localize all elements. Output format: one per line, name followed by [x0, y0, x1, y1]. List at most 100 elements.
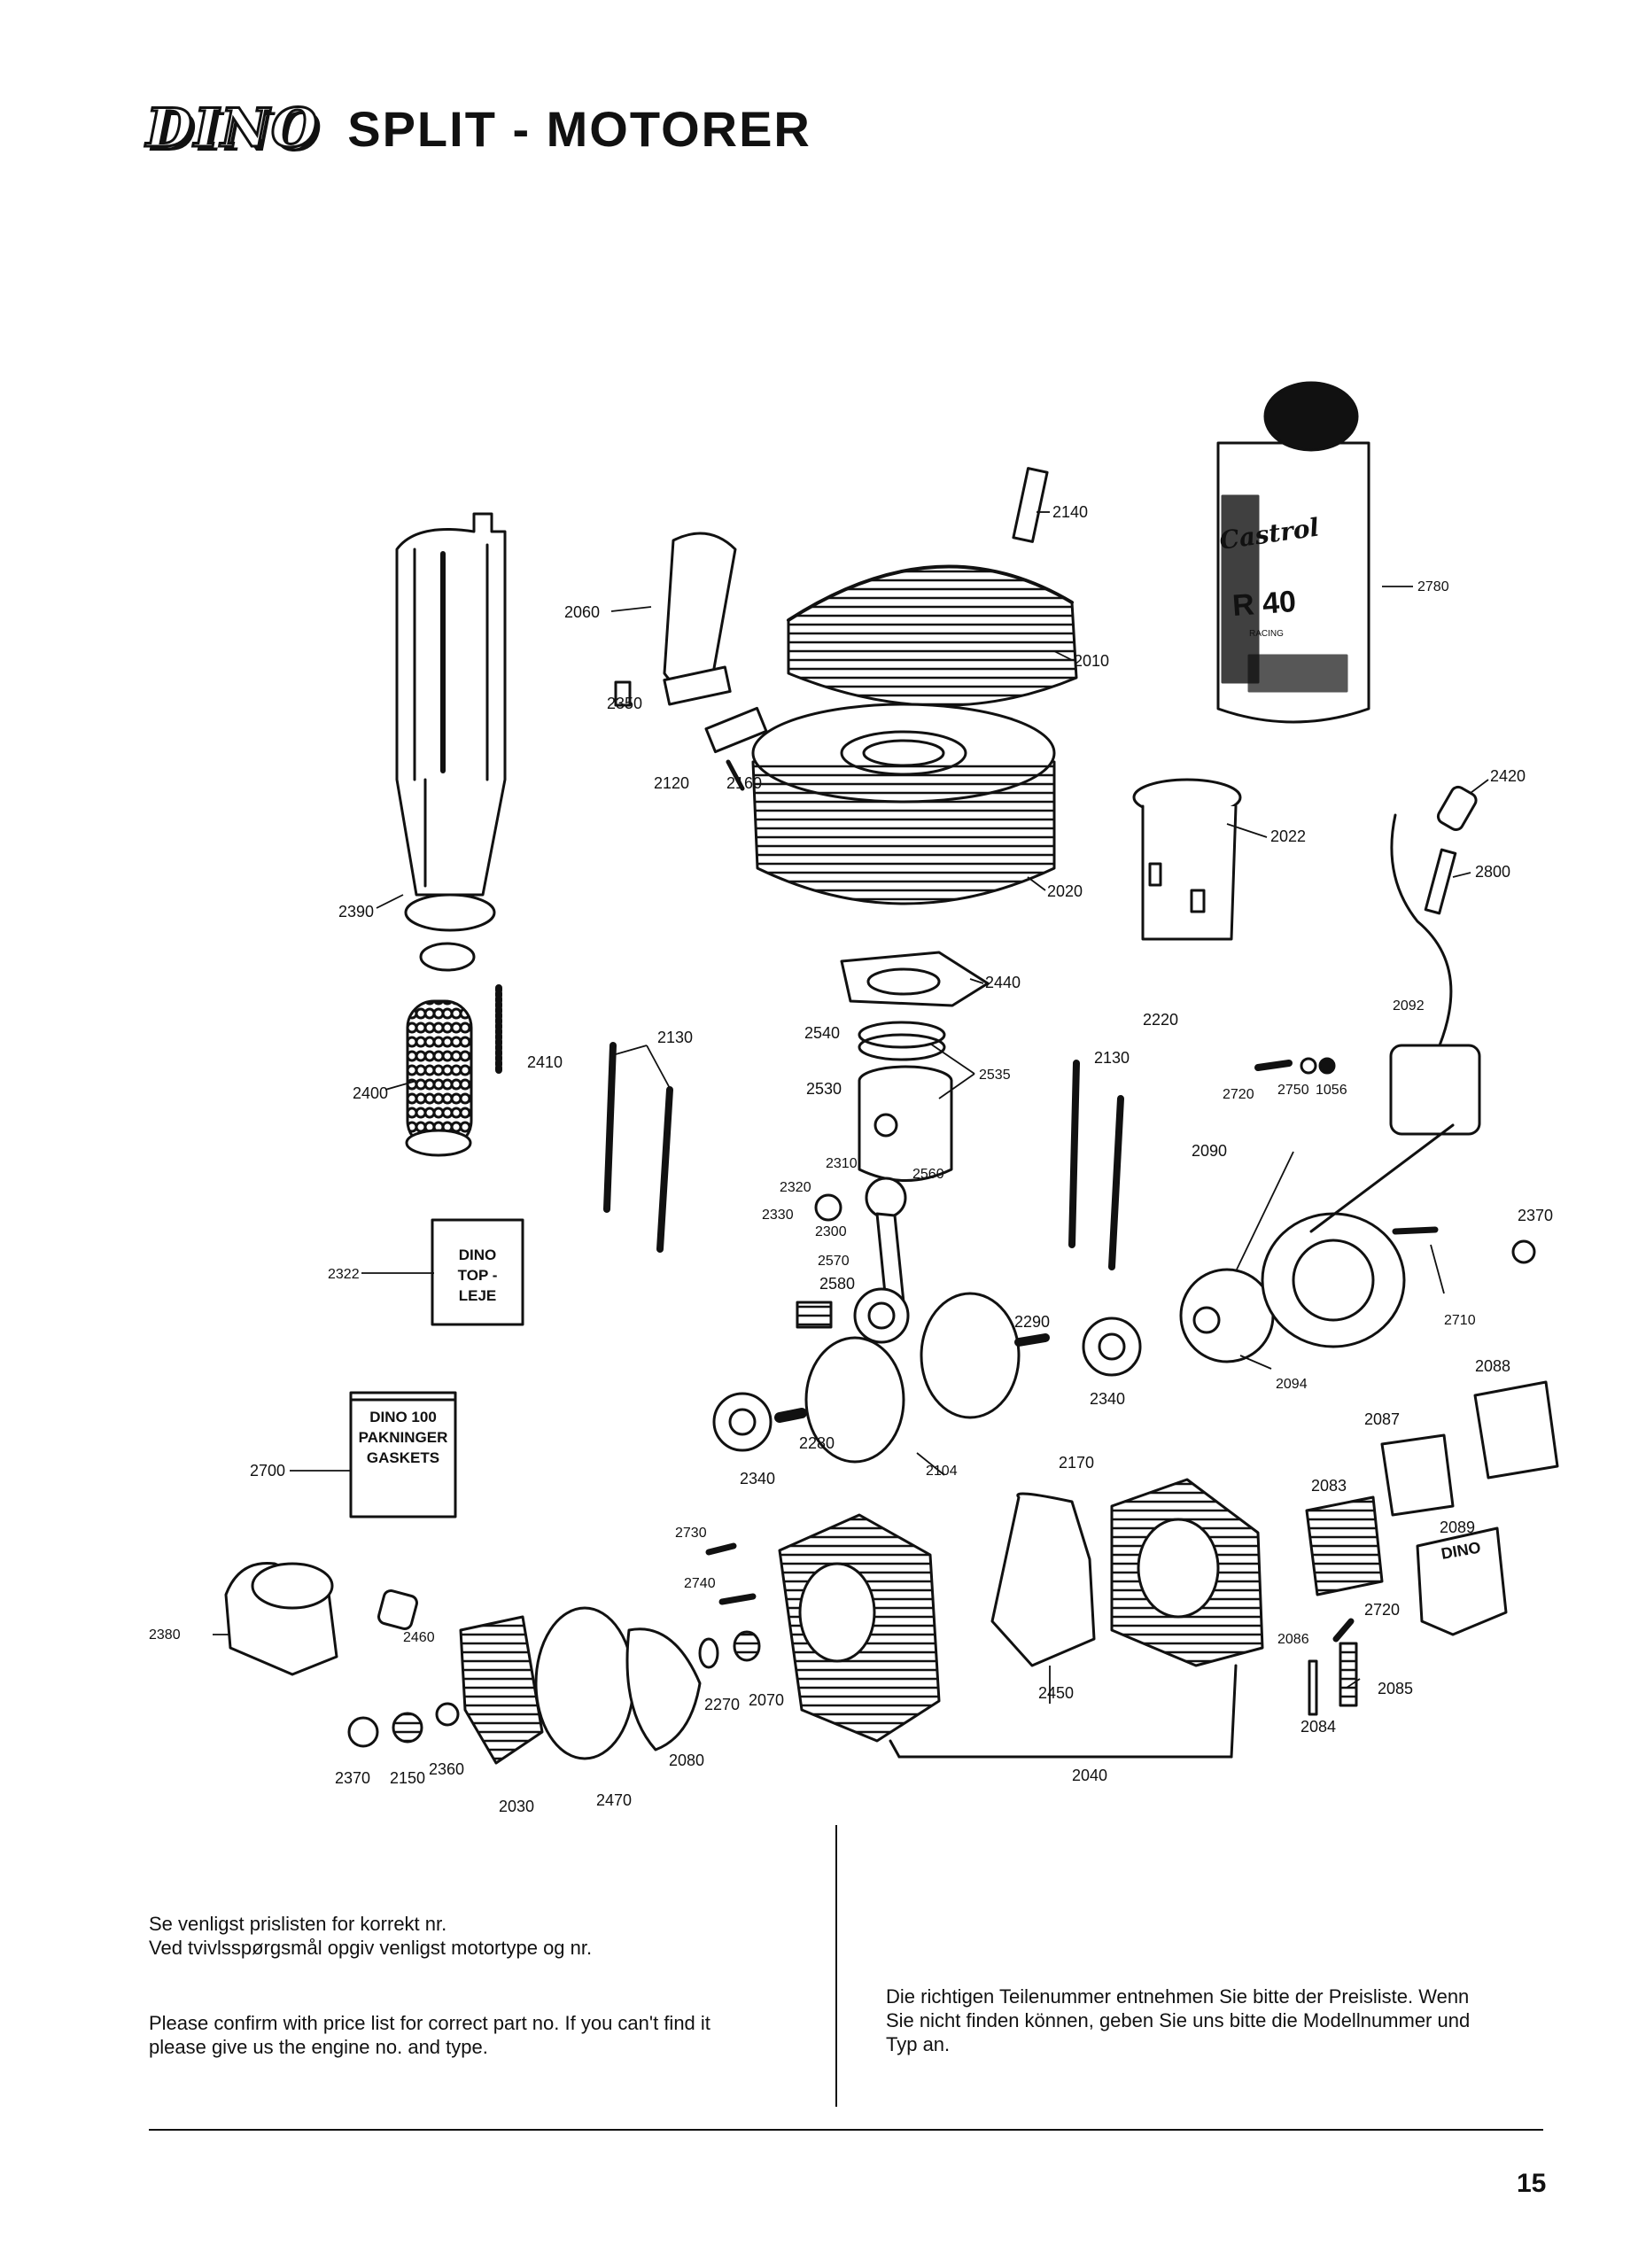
- part-label-1056: 1056: [1316, 1083, 1347, 1098]
- box-gaskets-line-2: PAKNINGER: [359, 1429, 448, 1446]
- reed-plate-2087: [1380, 1433, 1455, 1517]
- cylinder: [751, 703, 1056, 905]
- part-label-2730: 2730: [675, 1526, 707, 1541]
- part-label-2390: 2390: [338, 903, 374, 920]
- note-danish: Se venligst prislisten for korrekt nr. V…: [149, 1912, 822, 1960]
- part-label-2022: 2022: [1270, 827, 1306, 845]
- piston-rings: [858, 1021, 946, 1061]
- part-label-2088: 2088: [1475, 1357, 1510, 1375]
- cylinder-head: [787, 564, 1078, 707]
- castrol-oil-bottle: [1216, 381, 1370, 724]
- part-label-2580: 2580: [819, 1275, 855, 1293]
- part-label-2090: 2090: [1192, 1142, 1227, 1160]
- crankcase-gasket: [990, 1492, 1096, 1667]
- part-label-2085: 2085: [1378, 1680, 1413, 1697]
- box-topleje-line-2: TOP -: [458, 1267, 498, 1284]
- part-label-2750: 2750: [1277, 1083, 1309, 1098]
- spark-plug-cap: [1436, 785, 1478, 831]
- part-label-2094: 2094: [1276, 1377, 1308, 1392]
- box-gaskets: DINO 100 PAKNINGER GASKETS: [359, 1409, 448, 1466]
- box-gaskets-line-3: GASKETS: [367, 1449, 439, 1466]
- note-german: Die richtigen Teilenummer entnehmen Sie …: [886, 1984, 1541, 2056]
- nut-2370: [1511, 1239, 1536, 1264]
- part-label-2450: 2450: [1038, 1684, 1074, 1702]
- note-danish-line-2: Ved tvivlsspørgsmål opgiv venligst motor…: [149, 1937, 593, 1959]
- part-label-2400: 2400: [353, 1084, 388, 1102]
- reed-block-2083: [1305, 1495, 1384, 1596]
- part-label-2540: 2540: [804, 1024, 840, 1042]
- part-label-2460: 2460: [403, 1630, 435, 1645]
- reed-housing-2089: [1416, 1526, 1508, 1636]
- carburettor: [224, 1561, 418, 1676]
- part-label-2150: 2150: [390, 1769, 425, 1787]
- part-label-2380: 2380: [149, 1627, 181, 1643]
- part-label-2320: 2320: [780, 1180, 811, 1195]
- dino-logo: DINO: [144, 97, 320, 161]
- part-label-2322: 2322: [328, 1267, 360, 1282]
- crankcase-half-left: [778, 1513, 941, 1743]
- side-cover-gasket: [534, 1606, 635, 1760]
- part-label-2330: 2330: [762, 1208, 794, 1223]
- box-gaskets-line-1: DINO 100: [369, 1409, 437, 1425]
- note-english-line-2: please give us the engine no. and type.: [149, 2036, 488, 2058]
- column-divider: [835, 1825, 837, 2107]
- part-label-2280: 2280: [799, 1434, 835, 1452]
- part-label-2087: 2087: [1364, 1410, 1400, 1428]
- part-label-2700: 2700: [250, 1462, 285, 1480]
- base-gasket: [840, 951, 990, 1007]
- part-label-2720-bottom: 2720: [1364, 1601, 1400, 1619]
- part-label-2310: 2310: [826, 1156, 858, 1171]
- part-label-2710: 2710: [1444, 1313, 1476, 1328]
- rotary-valve-disc: [625, 1627, 702, 1751]
- part-label-2020: 2020: [1047, 882, 1083, 900]
- spark-plug: [1424, 848, 1457, 915]
- note-english-line-1: Please confirm with price list for corre…: [149, 2012, 710, 2034]
- part-label-2083: 2083: [1311, 1477, 1347, 1495]
- part-label-2420: 2420: [1490, 767, 1526, 785]
- part-label-2120: 2120: [654, 774, 689, 792]
- crankcase-half-right: [1110, 1478, 1264, 1667]
- cylinder-liner: [1132, 778, 1242, 941]
- part-label-2780: 2780: [1417, 579, 1449, 594]
- part-label-2340-right: 2340: [1090, 1390, 1125, 1408]
- reed-gasket-2088: [1473, 1380, 1559, 1480]
- page-title: SPLIT - MOTORER: [347, 100, 811, 157]
- part-label-2800: 2800: [1475, 863, 1510, 881]
- part-label-2740: 2740: [684, 1576, 716, 1591]
- note-danish-line-1: Se venligst prislisten for korrekt nr.: [149, 1913, 447, 1935]
- page-header: DINO SPLIT - MOTORER: [144, 97, 811, 161]
- part-label-2370-left: 2370: [335, 1769, 370, 1787]
- part-label-2010: 2010: [1074, 652, 1109, 670]
- part-label-2070: 2070: [749, 1691, 784, 1709]
- reed-petal-2085: [1339, 1642, 1358, 1707]
- part-label-2440: 2440: [985, 974, 1021, 991]
- part-label-2560: 2560: [912, 1167, 944, 1182]
- main-bearing-right: [1082, 1317, 1142, 1377]
- connecting-rod: [853, 1177, 910, 1344]
- part-label-2270: 2270: [704, 1696, 740, 1713]
- cylinder-studs: [603, 1042, 1124, 1270]
- castrol-product: R 40: [1231, 585, 1297, 623]
- part-label-2060: 2060: [564, 603, 600, 621]
- footer-rule: [149, 2129, 1543, 2131]
- part-label-2040: 2040: [1072, 1767, 1107, 1784]
- part-label-2140: 2140: [1052, 503, 1088, 521]
- part-label-2340-left: 2340: [740, 1470, 775, 1487]
- part-label-2092: 2092: [1393, 998, 1425, 1014]
- part-label-2570: 2570: [818, 1254, 850, 1269]
- castrol-sub: RACING: [1249, 629, 1284, 639]
- part-label-2170: 2170: [1059, 1454, 1094, 1472]
- part-label-2080: 2080: [669, 1751, 704, 1769]
- flywheel: [1179, 1268, 1275, 1363]
- side-cover: [459, 1615, 544, 1765]
- part-label-2130-left: 2130: [657, 1029, 693, 1046]
- box-gaskets-outline: [349, 1391, 457, 1518]
- part-label-2084: 2084: [1300, 1718, 1336, 1736]
- needle-bearing: [796, 1301, 833, 1329]
- part-label-2300: 2300: [815, 1224, 847, 1239]
- part-label-2720-top: 2720: [1223, 1087, 1254, 1102]
- part-label-2086: 2086: [1277, 1632, 1309, 1647]
- box-topleje-line-1: DINO: [459, 1247, 497, 1263]
- part-label-2470: 2470: [596, 1791, 632, 1809]
